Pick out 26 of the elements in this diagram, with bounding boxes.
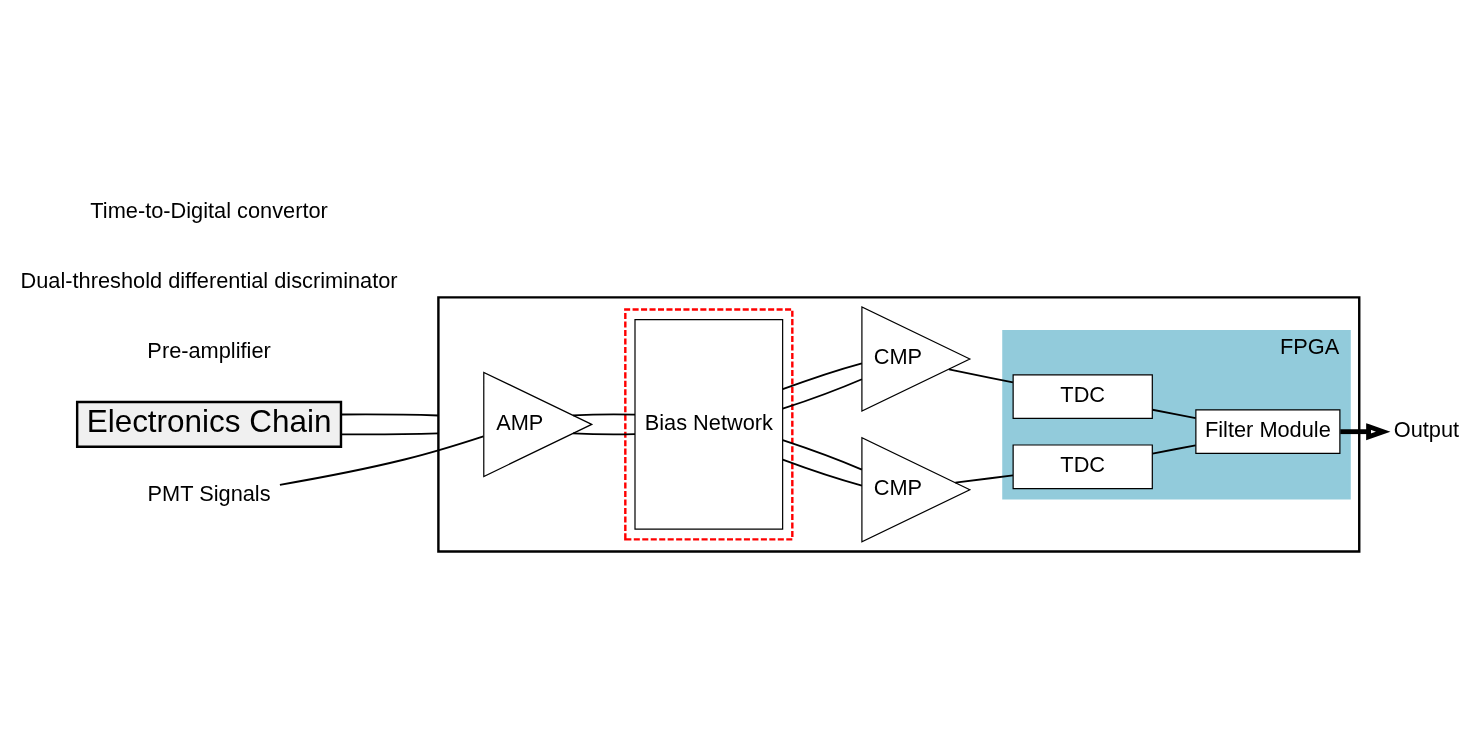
cluster [437, 296, 1361, 553]
node-text: Output [1393, 416, 1460, 442]
arrow [1340, 423, 1391, 441]
connector [340, 432, 440, 436]
label: Pre-amplifier [147, 338, 271, 364]
connector [781, 458, 863, 487]
node-box: TDC [1012, 374, 1153, 419]
connector [781, 362, 863, 391]
connector [572, 432, 636, 436]
node-box: TDC [1012, 444, 1153, 490]
connector [279, 435, 485, 486]
node-box: Electronics Chain [75, 400, 343, 448]
connector [572, 413, 636, 417]
connector [781, 378, 863, 410]
label: Dual-threshold differential discriminator [20, 268, 398, 294]
node-box: Filter Module [1195, 409, 1341, 455]
connector [948, 368, 1014, 384]
connector [1151, 408, 1197, 419]
cluster [624, 308, 794, 541]
connector [1151, 444, 1197, 455]
node-box: Bias Network [634, 319, 784, 530]
node-text: PMT Signals [147, 481, 271, 507]
label: Time-to-Digital convertor [90, 197, 328, 223]
connector [954, 474, 1014, 484]
connector [340, 413, 440, 417]
connector [781, 439, 863, 471]
